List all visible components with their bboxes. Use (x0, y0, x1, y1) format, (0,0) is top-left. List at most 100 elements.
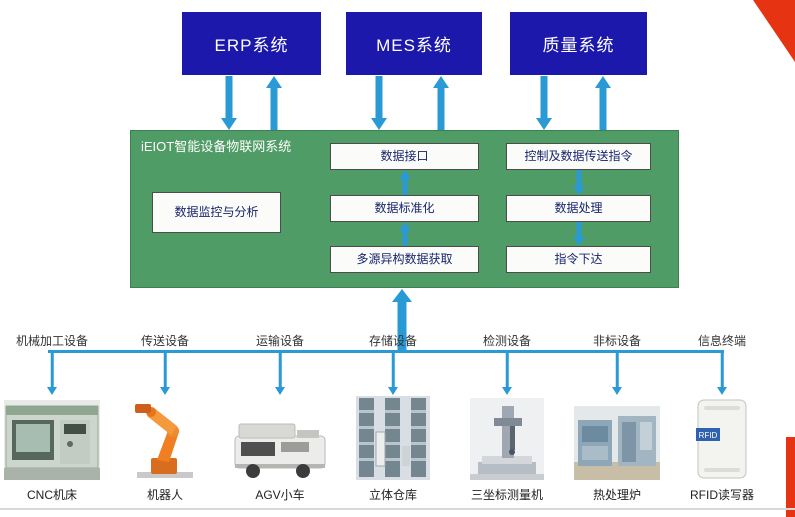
arrow-head (535, 118, 552, 130)
arrow-mes-up (432, 76, 449, 130)
arrow-head (612, 387, 622, 395)
slide-bottom-border (0, 508, 795, 510)
arrow-stem (50, 353, 54, 389)
arrow-stem (615, 353, 619, 389)
device-column-cmm: 检测设备 三坐标测量机 (455, 332, 559, 512)
rfid-label-text: RFID (699, 431, 718, 440)
edge-ribbon-bottom-right (786, 437, 795, 517)
device-name-label: RFID读写器 (690, 488, 754, 502)
arrow-quality-up (594, 76, 611, 130)
device-category-label: 机械加工设备 (15, 334, 88, 348)
arrow-bus-to-robot (160, 353, 170, 395)
erp-system-box: ERP系统 (182, 12, 321, 75)
arrow-head (275, 387, 285, 395)
arrow-stem (402, 178, 407, 195)
arrow-control-to-processing (572, 170, 585, 195)
arrow-bus-to-rfid (717, 353, 727, 395)
rfid-reader-illustration: RFID (696, 399, 747, 479)
arrow-stem (375, 76, 382, 120)
arrow-head (398, 222, 411, 231)
corner-ribbon-top-right (753, 0, 795, 62)
arrow-head (432, 76, 449, 88)
device-column-rfid: 信息终端 RFID RFID读写器 (672, 332, 772, 512)
arrow-stem (576, 170, 581, 187)
device-column-warehouse: 存储设备 立体仓库 (343, 332, 443, 512)
arrow-bus-to-furnace (612, 353, 622, 395)
arrow-stem (402, 230, 407, 246)
arrow-mes-down (370, 76, 387, 130)
arrow-stem (540, 76, 547, 120)
robot-arm-illustration (135, 404, 193, 478)
monitor-analysis-box: 数据监控与分析 (152, 192, 281, 233)
arrow-stem (163, 353, 167, 389)
device-category-label: 运输设备 (255, 334, 304, 348)
arrow-acquire-to-standardize (398, 222, 411, 246)
device-name-label: 热处理炉 (592, 488, 641, 502)
arrow-head (502, 387, 512, 395)
arrow-head (370, 118, 387, 130)
device-bus-line (48, 350, 724, 353)
device-category-label: 检测设备 (482, 334, 531, 348)
data-acquisition-box: 多源异构数据获取 (330, 246, 479, 273)
warehouse-illustration (356, 396, 430, 480)
cnc-machine-image (2, 394, 102, 480)
arrow-stem (391, 353, 395, 389)
cmm-machine-image (455, 394, 559, 480)
arrow-erp-up (265, 76, 282, 130)
control-command-box: 控制及数据传送指令 (506, 143, 651, 170)
arrow-quality-down (535, 76, 552, 130)
data-standardize-box: 数据标准化 (330, 195, 479, 222)
arrow-bus-to-cnc (47, 353, 57, 395)
warehouse-image (343, 394, 443, 480)
arrow-bus-to-cmm (502, 353, 512, 395)
device-name-label: CNC机床 (27, 488, 77, 502)
command-dispatch-box: 指令下达 (506, 246, 651, 273)
arrow-head (160, 387, 170, 395)
arrow-head (220, 118, 237, 130)
mes-system-box: MES系统 (346, 12, 482, 75)
device-column-agv: 运输设备 AGV小车 (228, 332, 332, 512)
device-column-cnc: 机械加工设备 CNC机床 (2, 332, 102, 512)
arrow-head (388, 387, 398, 395)
iot-platform-title: iEIOT智能设备物联网系统 (141, 139, 292, 154)
furnace-illustration (574, 406, 660, 480)
device-category-label: 信息终端 (697, 334, 746, 348)
device-column-furnace: 非标设备 热处理炉 (567, 332, 667, 512)
arrow-head (392, 289, 412, 302)
arrow-stem (270, 86, 277, 130)
arrow-stem (599, 86, 606, 130)
agv-cart-illustration (234, 423, 326, 478)
arrow-head (594, 76, 611, 88)
arrow-stem (278, 353, 282, 389)
arrow-stem (437, 86, 444, 130)
arrow-erp-down (220, 76, 237, 130)
arrow-head (717, 387, 727, 395)
device-name-label: AGV小车 (255, 488, 305, 502)
arrow-stem (576, 222, 581, 238)
furnace-image (567, 394, 667, 480)
cnc-machine-illustration (4, 400, 100, 480)
cmm-machine-illustration (470, 398, 544, 480)
arrow-processing-to-dispatch (572, 222, 585, 246)
device-category-label: 存储设备 (368, 334, 417, 348)
device-column-robot: 传送设备 机器人 (115, 332, 215, 512)
arrow-stem (720, 353, 724, 389)
arrow-bus-to-platform (392, 289, 412, 351)
arrow-head (47, 387, 57, 395)
agv-cart-image (228, 394, 332, 480)
rfid-reader-image: RFID (672, 394, 772, 480)
arrow-head (572, 186, 585, 195)
arrow-stem (225, 76, 232, 120)
arrow-head (265, 76, 282, 88)
device-category-label: 非标设备 (592, 334, 641, 348)
arrow-head (572, 237, 585, 246)
arrow-stem (505, 353, 509, 389)
device-name-label: 三坐标测量机 (470, 488, 543, 502)
arrow-standardize-to-interface (398, 170, 411, 195)
quality-system-box: 质量系统 (510, 12, 647, 75)
device-name-label: 立体仓库 (368, 488, 417, 502)
arrow-bus-to-agv (275, 353, 285, 395)
robot-arm-image (115, 394, 215, 480)
data-interface-box: 数据接口 (330, 143, 479, 170)
